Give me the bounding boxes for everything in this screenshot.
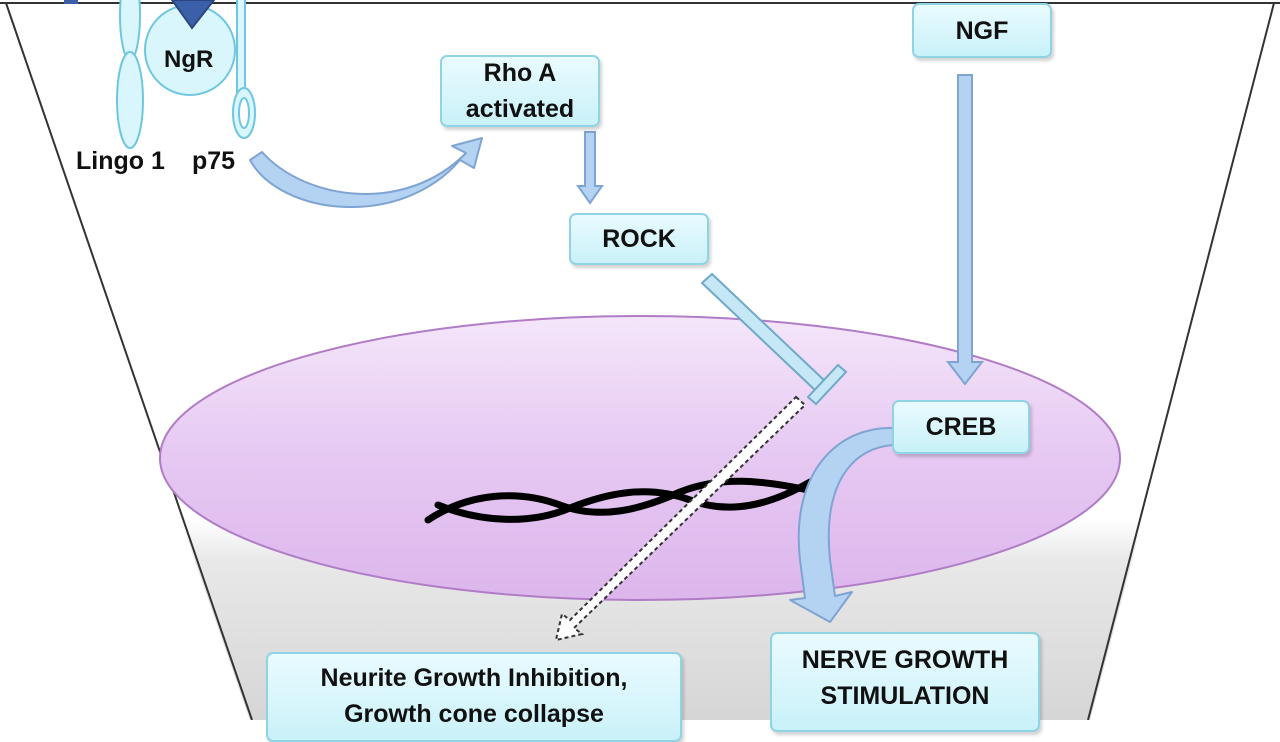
inhibition-outcome: Neurite Growth Inhibition, Growth cone c… [266,652,682,742]
ngf-label: NGF [956,13,1009,49]
inhibition-line2: Growth cone collapse [344,696,604,732]
ngf-node: NGF [912,3,1052,58]
creb-label: CREB [926,409,997,445]
stimulation-line1: NERVE GROWTH [802,642,1009,678]
rock-label: ROCK [602,221,676,257]
ngr-label: NgR [164,46,213,74]
lingo1-label: Lingo 1 [76,147,165,176]
stimulation-outcome: NERVE GROWTH STIMULATION [770,632,1040,732]
diagram-canvas [0,0,1280,720]
p75-label: p75 [192,147,235,176]
inhibition-line1: Neurite Growth Inhibition, [321,660,628,696]
stimulation-line2: STIMULATION [821,678,990,714]
creb-node: CREB [892,400,1030,454]
rock-node: ROCK [569,213,709,265]
lingo1-receptor [117,0,143,148]
rhoa-node: Rho A activated [440,55,600,127]
rhoa-label-line1: Rho A [484,55,557,91]
corner-mark [64,0,78,4]
rhoa-label-line2: activated [466,91,574,127]
